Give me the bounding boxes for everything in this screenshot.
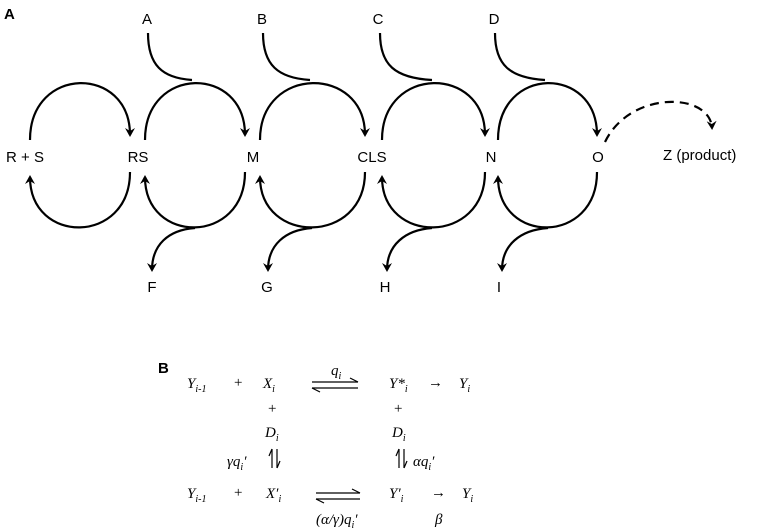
input-b: B [257, 11, 267, 28]
panel-b-label: B [158, 360, 169, 377]
r1-y: Yi [459, 376, 470, 395]
arc-top-4 [380, 82, 490, 141]
r3-equilibrium-arrow [315, 488, 361, 504]
r1-equilibrium-arrow [311, 377, 359, 393]
equation-row-2: + + Di Di [264, 401, 406, 444]
r3-beta: β [434, 512, 443, 528]
plus-right: + [394, 401, 402, 417]
d-left: Di [264, 425, 279, 444]
r1-rate-q: qi [331, 363, 342, 382]
output-g: G [261, 279, 273, 296]
arc-bottom-3 [255, 171, 367, 229]
node-rs: RS [128, 149, 149, 166]
r3-x-prime: X′i [265, 486, 281, 505]
product-arrow [604, 100, 717, 143]
r1-plus: + [234, 375, 242, 391]
arc-top-5 [496, 82, 602, 141]
input-feeds [146, 32, 546, 82]
equation-row-1: Yi-1 + Xi qi Y*i → Yi [187, 363, 470, 395]
r1-arrow: → [428, 375, 443, 391]
d-right: Di [391, 425, 406, 444]
vertical-arrow-left [268, 448, 281, 469]
r1-y-prev: Yi-1 [187, 376, 206, 395]
arc-bottom-1 [25, 171, 132, 229]
arc-top-1 [28, 82, 135, 141]
output-f: F [147, 279, 156, 296]
panel-a-label: A [4, 6, 15, 23]
r3-y-prev: Yi-1 [187, 486, 206, 505]
input-a: A [142, 11, 152, 28]
vertical-equilibria: γqi′ αqi′ [227, 448, 435, 473]
r3-arrow: → [431, 485, 446, 501]
arc-bottom-4 [377, 171, 487, 229]
rate-gamma: γqi′ [227, 454, 247, 473]
arc-top-2 [143, 82, 250, 141]
vertical-arrow-right [395, 448, 408, 469]
top-arcs [28, 82, 602, 141]
equation-row-3: Yi-1 + X′i Y′i → Yi (α/γ)qi′ β [187, 485, 473, 531]
arc-bottom-5 [493, 171, 599, 229]
input-c: C [373, 11, 384, 28]
output-feeds [147, 226, 549, 272]
node-labels: R + S RS M CLS N O [6, 149, 604, 166]
output-h: H [380, 279, 391, 296]
plus-left: + [268, 401, 276, 417]
r1-x: Xi [262, 376, 275, 395]
r3-rate-low: (α/γ)qi′ [316, 512, 358, 531]
product-label: Z (product) [663, 147, 736, 164]
node-cls: CLS [357, 149, 386, 166]
input-labels: A B C D [142, 11, 500, 28]
bottom-arcs [25, 171, 599, 229]
output-i: I [497, 279, 501, 296]
node-m: M [247, 149, 260, 166]
r1-y-star: Y*i [389, 376, 408, 395]
r3-y-prime: Y′i [389, 486, 404, 505]
r3-y: Yi [462, 486, 473, 505]
output-labels: F G H I [147, 279, 501, 296]
node-n: N [486, 149, 497, 166]
node-r-plus-s: R + S [6, 149, 44, 166]
node-o: O [592, 149, 604, 166]
rate-alpha: αqi′ [413, 454, 435, 473]
input-d: D [489, 11, 500, 28]
arc-top-3 [258, 82, 370, 141]
arc-bottom-2 [140, 171, 247, 229]
r3-plus: + [234, 485, 242, 501]
